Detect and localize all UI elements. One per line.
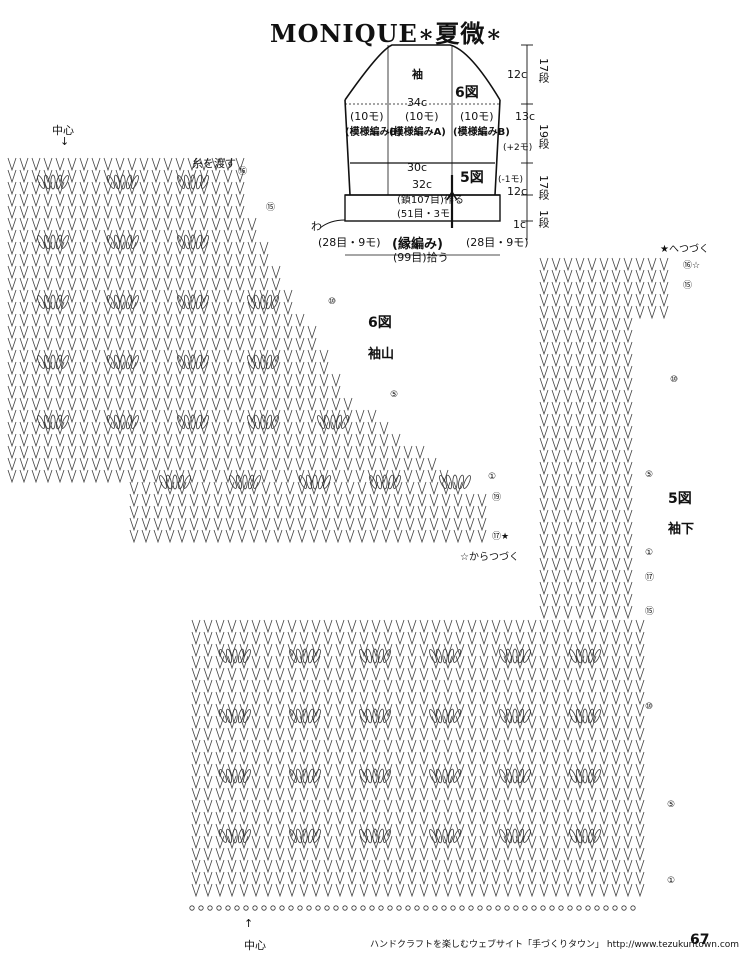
footer-text: ハンドクラフトを楽しむウェブサイト「手づくりタウン」 http://www.te…: [370, 940, 740, 950]
chart6-name: 袖山: [368, 347, 395, 362]
chart6-row-10: ⑩: [328, 297, 337, 307]
chart5-fig-label: 5図: [668, 491, 692, 507]
chart6-row-17-star: ⑰★: [492, 532, 510, 542]
schematic-width-32: 32c: [412, 178, 433, 191]
chart6-row-15: ⑮: [266, 203, 276, 213]
chart5-row-5-top: ⑤: [645, 470, 654, 480]
schematic-pattern-a: (模様編みA): [389, 127, 446, 138]
dim-19-rows: 19段: [537, 124, 550, 149]
chart5-row-15-mid: ⑮: [645, 607, 655, 617]
schematic-start-detail: (51目・3モ): [397, 209, 454, 220]
dim-17-rows-mid: 17段: [537, 175, 550, 200]
schematic-edging: (縁編み): [392, 237, 443, 252]
schematic-right-mo: (10モ): [460, 110, 494, 123]
chart6-carry-yarn: 糸を渡す: [192, 157, 236, 170]
schematic-sleeve-label: 袖: [412, 68, 423, 81]
page-title: MONIQUE∗夏微∗: [270, 19, 503, 48]
chart5-row-5: ⑤: [667, 800, 676, 810]
chart6-center-label: 中心: [52, 124, 74, 137]
dim-minus-1: (-1モ): [498, 175, 523, 185]
dim-plus-2: (+2モ): [503, 143, 533, 153]
chart6-row-19: ⑲: [492, 493, 502, 503]
schematic-pattern-b-left: (模様編みB): [345, 127, 402, 138]
dim-17-rows-top: 17段: [537, 58, 550, 83]
sleeve-cap-stitch-chart: [7, 157, 487, 544]
dim-1c: 1c: [513, 218, 527, 231]
sleeve-underarm-stitch-chart: [191, 257, 669, 898]
schematic-width-34: 34c: [407, 96, 428, 109]
dim-13c: 13c: [515, 110, 536, 123]
dim-12c-top: 12c: [507, 68, 528, 81]
chart5-row-17: ⑰: [645, 573, 655, 583]
schematic-fig6-label: 6図: [455, 85, 479, 101]
chart6-continue-from: ☆からつづく: [460, 552, 519, 563]
schematic-wa-mark: わ: [311, 220, 322, 233]
chart6-row-5: ⑤: [390, 390, 399, 400]
chart5-row-15-top: ⑮: [683, 281, 693, 291]
chart5-center-arrow: ↑: [244, 917, 254, 930]
dim-12c-mid: 12c: [507, 185, 528, 198]
page-number: 67: [690, 932, 710, 948]
dim-1-row: 1段: [537, 210, 550, 228]
chart5-row-10-top: ⑩: [670, 375, 679, 385]
schematic-bottom-right: (28目・9モ): [466, 236, 529, 249]
schematic-pattern-b-right: (模様編みB): [453, 127, 510, 138]
chart5-row-1-top: ①: [645, 548, 654, 558]
schematic-center-mo: (10モ): [405, 110, 439, 123]
chart5-row-10: ⑩: [645, 702, 654, 712]
foundation-chain-row: [189, 905, 636, 911]
schematic-width-30: 30c: [407, 161, 428, 174]
sleeve-schematic-outline: [319, 44, 533, 256]
schematic-fig5-label: 5図: [460, 170, 484, 186]
chart6-row-1: ①: [488, 472, 497, 482]
schematic-bottom-left: (28目・9モ): [318, 236, 381, 249]
chart6-row-17-top: ⑯: [238, 167, 248, 177]
chart5-row-1: ①: [667, 876, 676, 886]
chart5-center-label: 中心: [244, 939, 266, 952]
chart6-fig-label: 6図: [368, 315, 392, 331]
chart6-center-arrow: ↓: [60, 135, 70, 148]
schematic-pickup: (99目)拾う: [393, 251, 449, 264]
chart5-row-16-star: ⑯☆: [683, 261, 701, 271]
schematic-chain-start: (鎖107目)作る: [397, 195, 464, 206]
schematic-left-mo: (10モ): [350, 110, 384, 123]
chart5-name: 袖下: [668, 522, 695, 537]
chart5-continue-to: ★へつづく: [660, 244, 709, 255]
